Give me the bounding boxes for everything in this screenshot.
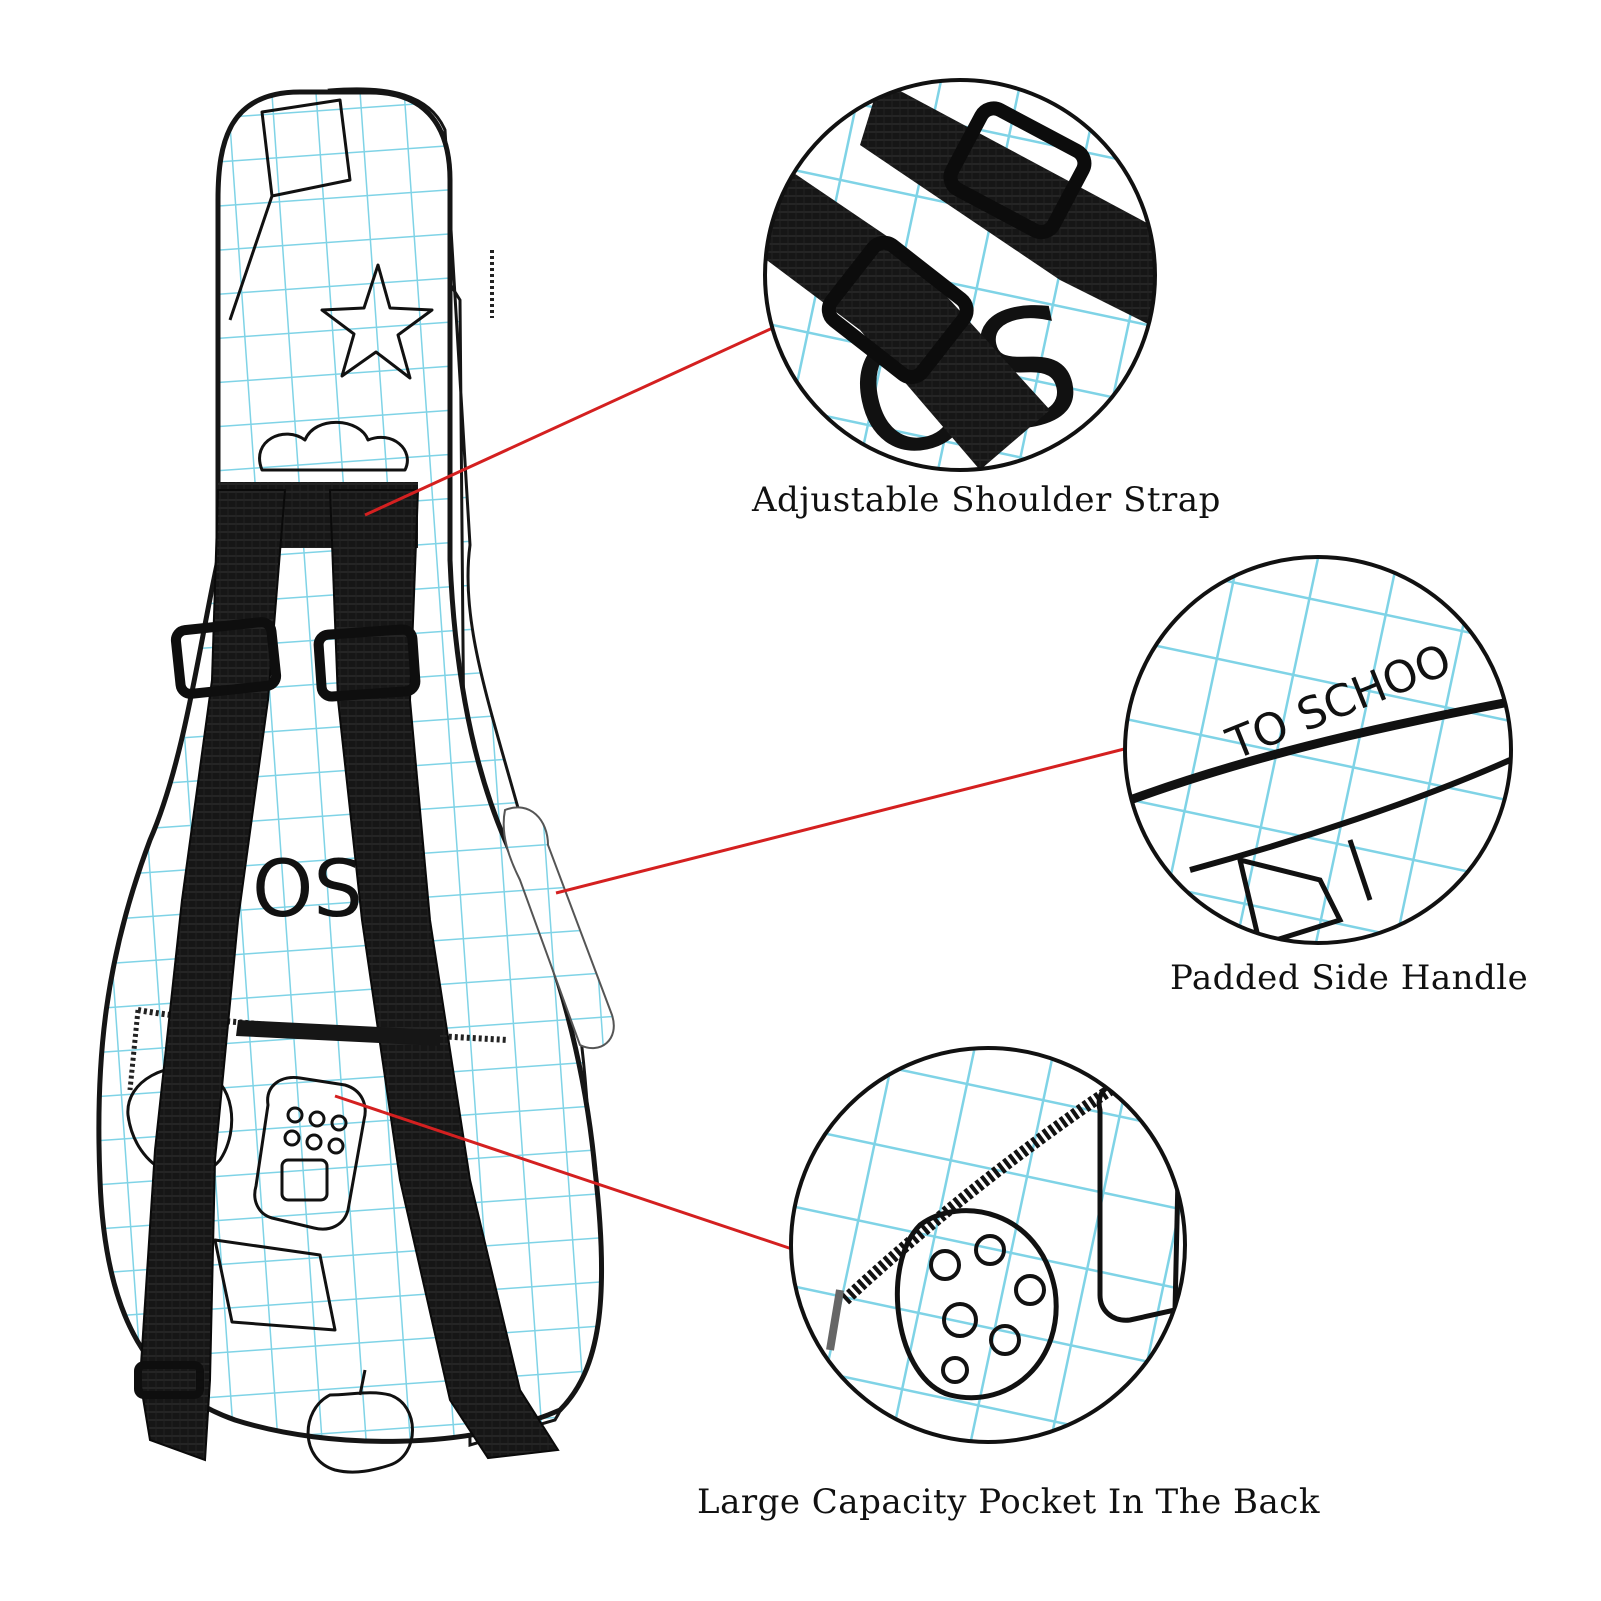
pocket-zipper xyxy=(137,1007,509,1043)
strap-zoom-left xyxy=(765,150,1050,470)
detail-circle-handle: TO SCHOO xyxy=(1123,555,1513,945)
caption-shoulder-strap: Adjustable Shoulder Strap xyxy=(752,480,1221,520)
pointer-line-pocket xyxy=(334,1094,796,1252)
detail-circle-strap: OS xyxy=(763,78,1157,472)
strap-zoom-buckle-bottom xyxy=(821,235,974,385)
cloud-doodle-icon xyxy=(258,420,409,472)
pocket-zipper-left xyxy=(127,1009,141,1091)
bag-print-letters: OS xyxy=(252,845,363,935)
bottom-strap-loop xyxy=(134,1361,204,1399)
right-strap-buckle xyxy=(313,624,421,702)
pointer-lines xyxy=(334,318,1141,1252)
pocket-zoom-zipper-pull xyxy=(826,1289,844,1351)
guitar-bag: OS xyxy=(96,87,615,1474)
left-strap-buckle xyxy=(170,617,282,699)
strap-zoom-buckle-top xyxy=(943,101,1092,240)
strap-zoom-right xyxy=(860,80,1155,330)
pocket-zoom-zipper xyxy=(840,1085,1114,1305)
pointer-line-strap xyxy=(364,318,791,517)
detail-circle-pocket xyxy=(789,1046,1187,1444)
star-doodle-icon xyxy=(320,263,434,380)
handle-zoom-piping xyxy=(1128,695,1511,805)
pointer-line-handle xyxy=(555,743,1141,895)
calculator-doodle-icon xyxy=(253,1075,367,1231)
strap-right xyxy=(328,489,560,1460)
book-doodle-icon xyxy=(213,1238,337,1332)
caption-side-handle: Padded Side Handle xyxy=(1170,958,1529,998)
handle-zoom-doodle xyxy=(1236,839,1373,943)
handle-zoom-seam xyxy=(1189,757,1511,873)
pocket-zoom-globe xyxy=(894,1208,1059,1401)
caption-back-pocket: Large Capacity Pocket In The Back xyxy=(697,1482,1320,1522)
shoulder-straps xyxy=(134,482,560,1462)
notebook-doodle-icon xyxy=(228,98,352,321)
side-handle xyxy=(502,806,615,1050)
apple-doodle-icon xyxy=(306,1369,414,1474)
strap-left xyxy=(138,489,287,1462)
strap-bottom-band xyxy=(236,1020,440,1046)
